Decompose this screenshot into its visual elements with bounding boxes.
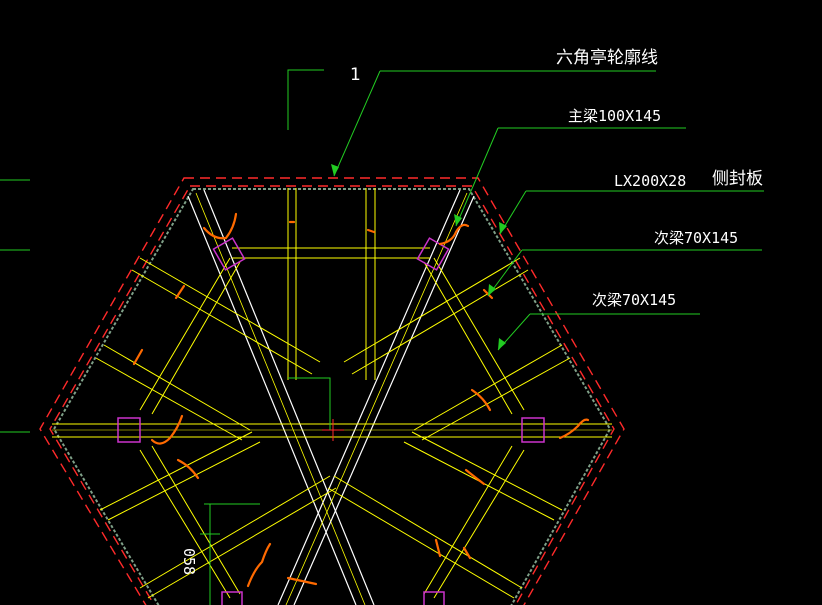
main-beam-diagonal-a (187, 189, 375, 605)
side-board-label: 侧封板 (712, 169, 763, 189)
pavilion-outline-dashed (39, 177, 625, 605)
main-beams (52, 189, 612, 605)
leader-arrowheads (331, 164, 507, 350)
outline-label: 六角亭轮廓线 (556, 48, 658, 68)
center-node (288, 377, 344, 441)
rebar-marks (132, 212, 590, 588)
secondary-beam-label-1: 次梁70X145 (654, 229, 738, 247)
annotation-leaders (0, 69, 764, 605)
main-beam-diagonal-b (277, 189, 475, 605)
dimension-text: 058 (180, 548, 198, 575)
lx-label: LX200X28 (614, 172, 686, 190)
main-beam-label: 主梁100X145 (568, 107, 661, 125)
perimeter-hatch-band (52, 188, 612, 605)
section-mark-label: 1 (350, 65, 361, 85)
ring-beam-top (232, 247, 430, 259)
secondary-beam-label-2: 次梁70X145 (592, 291, 676, 309)
